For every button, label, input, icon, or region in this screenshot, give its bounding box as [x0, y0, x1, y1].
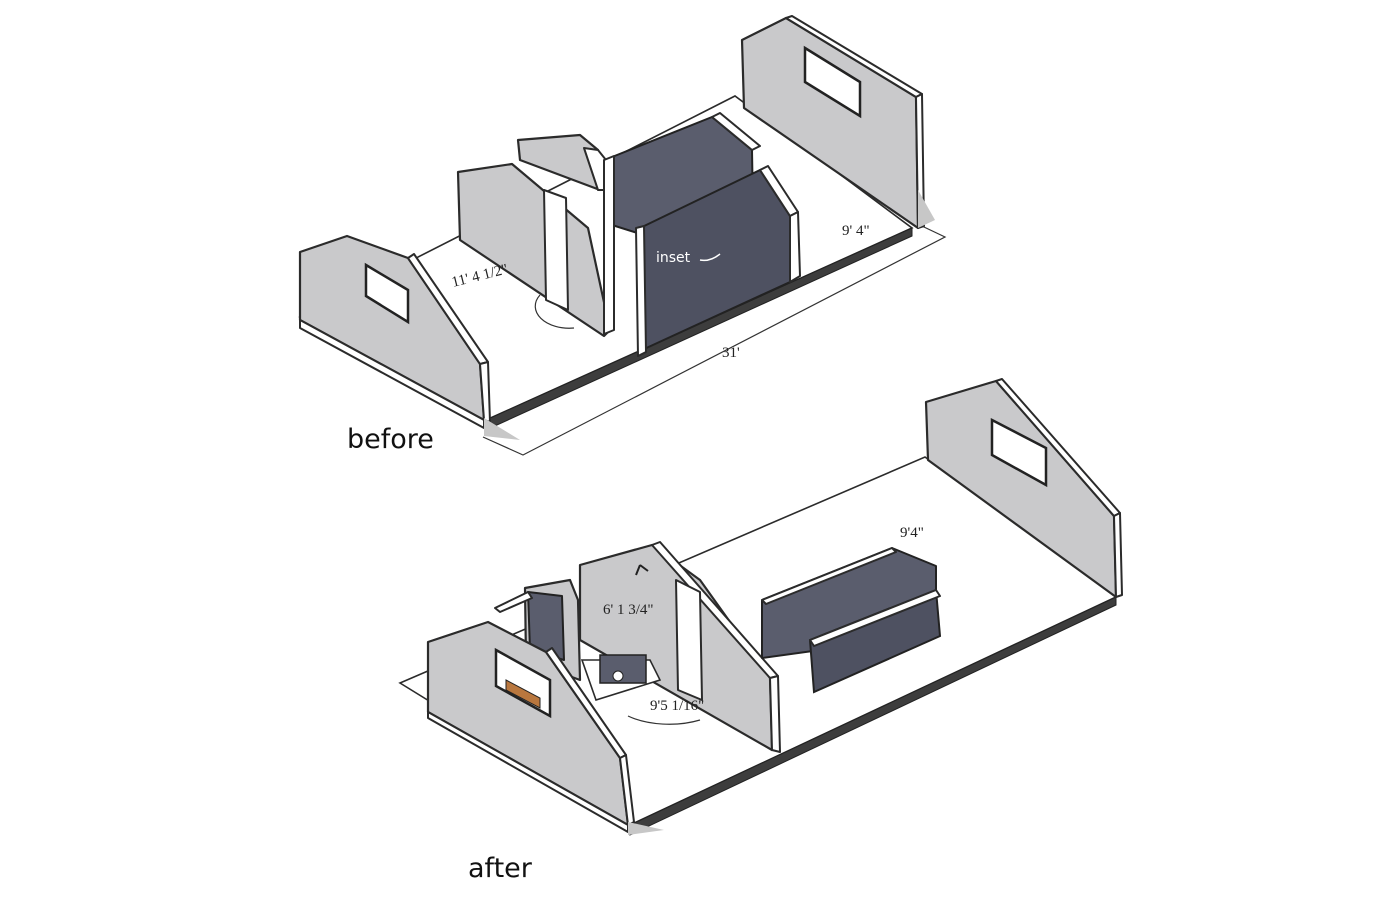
before-right-window: [803, 45, 862, 119]
shower-tray: [599, 654, 647, 684]
before-length-dimension: 31': [722, 345, 740, 361]
after-left-side-edge: [619, 754, 635, 826]
after-left-shadow: [628, 822, 664, 835]
after-wall-side-edge: [1113, 512, 1123, 598]
bath-front-side-edge: [789, 211, 801, 283]
before-caption: before: [347, 424, 434, 455]
partition-side-edge: [769, 675, 781, 753]
bath-top-edge: [711, 112, 761, 151]
length-dimension-line: [482, 217, 947, 456]
left-wall-shadow: [484, 418, 520, 440]
before-model: 11' 4 1/2" 9' 4" 31' inset before: [298, 15, 947, 456]
after-caption: after: [468, 853, 533, 884]
before-left-window: [364, 262, 410, 325]
shower-drain-icon: [612, 670, 624, 682]
after-width-right-dimension: 9'4": [900, 525, 924, 541]
vanity-top: [494, 591, 533, 613]
after-door-swing-arc: [627, 715, 701, 725]
bathtub-rim: [761, 547, 897, 605]
shower-head-icon: [635, 564, 649, 576]
after-door-opening: [675, 579, 703, 701]
bath-front-post: [635, 225, 647, 357]
shower-panel: [527, 591, 565, 661]
shower-height-dimension: 6' 1 3/4": [603, 602, 654, 618]
door-opening: [543, 189, 569, 311]
bathtub-front-rim: [809, 589, 941, 647]
bath-left-post: [603, 155, 615, 335]
inset-arrow: [699, 253, 721, 262]
after-model: 9'4" 6' 1 3/4" 9'5 1/16" after: [398, 378, 1123, 884]
wall-shadow: [918, 190, 935, 228]
before-width-right-dimension: 9' 4": [842, 223, 870, 239]
door-swing-arc: [534, 294, 575, 329]
after-right-window: [990, 417, 1048, 488]
vanity-counter: [505, 679, 541, 709]
bath-width-dimension: 9'5 1/16": [650, 698, 704, 714]
inset-note: inset: [656, 250, 691, 266]
